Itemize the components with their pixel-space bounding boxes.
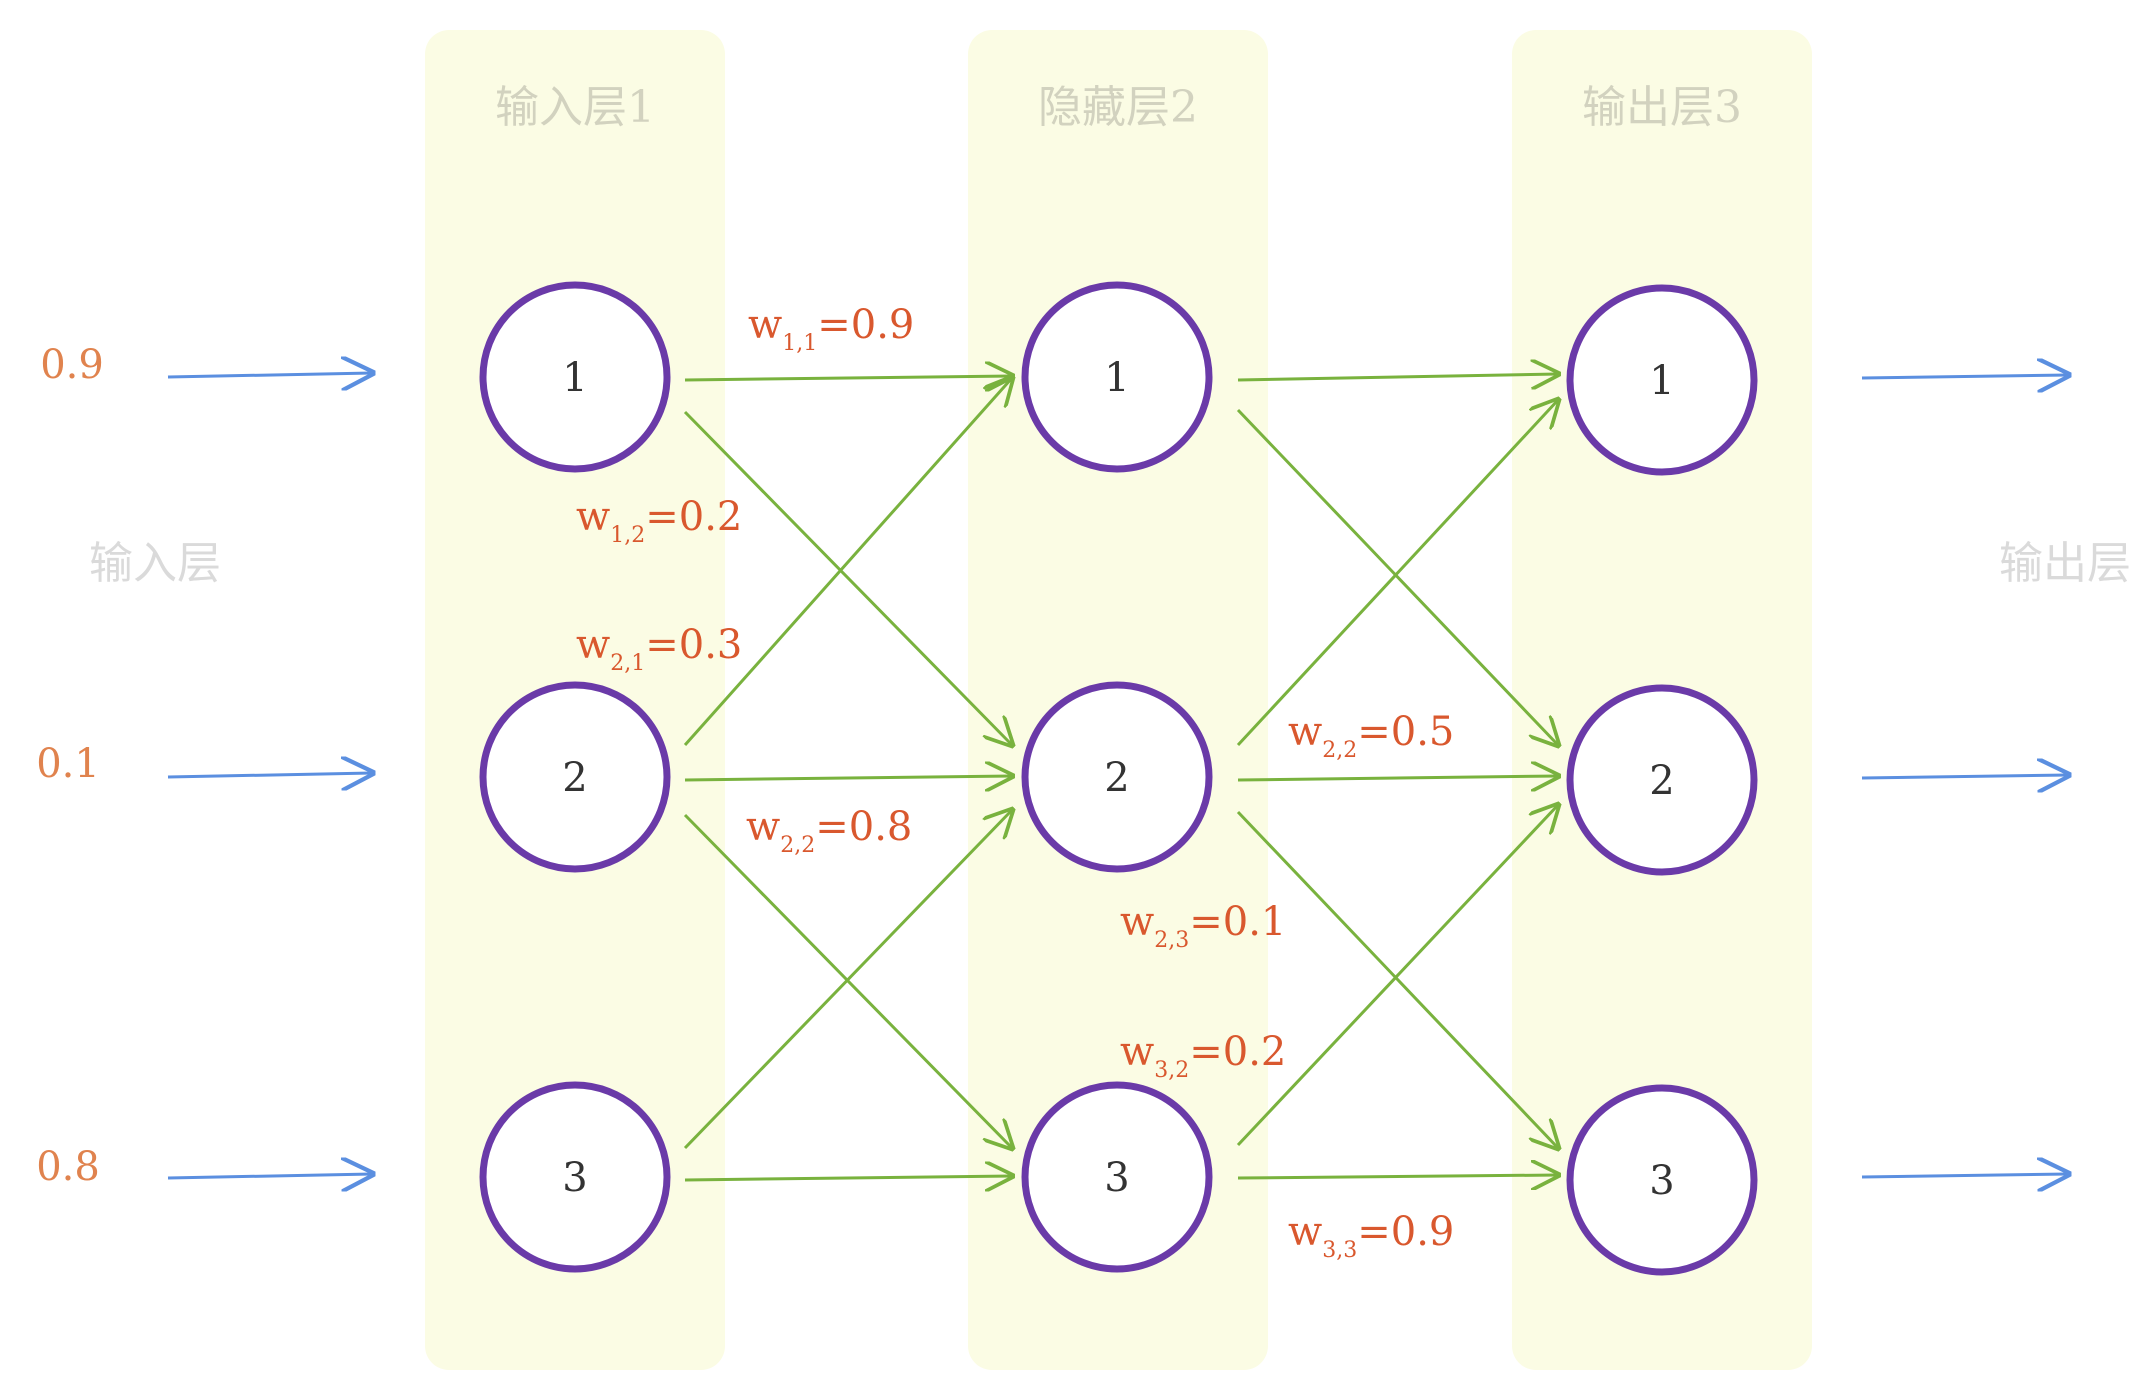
connection-hid2-out1 (1236, 400, 1558, 747)
node-label: 1 (1649, 358, 1674, 404)
input-value-2: 0.1 (36, 741, 100, 787)
weight-label-w33-b: w3,3=0.9 (1288, 1209, 1454, 1263)
node-label: 2 (1104, 755, 1129, 801)
weight-label-w11-a: w1,1=0.9 (748, 302, 914, 356)
hidden-node-3: 3 (1021, 1081, 1213, 1273)
side-label-output: 输出层 (1999, 538, 2131, 589)
node-label: 3 (1649, 1158, 1674, 1204)
connection-in3-hid2 (683, 810, 1012, 1150)
connection-hid2-out2 (1237, 776, 1558, 780)
input-value-3: 0.8 (36, 1144, 100, 1190)
input-node-1: 1 (479, 281, 671, 473)
weight-label-w12-a: w1,2=0.2 (576, 494, 742, 548)
output-node-3: 3 (1566, 1084, 1758, 1276)
connection-in3-hid3 (684, 1176, 1012, 1180)
input-node-2: 2 (479, 681, 671, 873)
output-node-1: 1 (1566, 284, 1758, 476)
node-label: 2 (562, 755, 587, 801)
connection-in1-hid1 (684, 376, 1012, 380)
output-arrow-2 (1861, 775, 2068, 778)
hidden-node-2: 2 (1021, 681, 1213, 873)
node-label: 3 (562, 1155, 587, 1201)
weight-label-w22-a: w2,2=0.8 (746, 804, 912, 858)
connection-in1-hid2 (683, 410, 1012, 745)
output-node-2: 2 (1566, 684, 1758, 876)
output-arrow-1 (1861, 375, 2068, 378)
node-label: 1 (562, 355, 587, 401)
weight-label-w32-b: w3,2=0.2 (1120, 1029, 1286, 1083)
input-arrow-3 (167, 1174, 372, 1178)
side-label-input: 输入层 (89, 538, 221, 589)
node-label: 3 (1104, 1155, 1129, 1201)
node-label: 2 (1649, 758, 1674, 804)
hidden-node-1: 1 (1021, 281, 1213, 473)
connection-in2-hid3 (683, 813, 1012, 1148)
connection-in2-hid2 (684, 776, 1012, 780)
layer-title-output: 输出层3 (1582, 82, 1742, 133)
weight-label-w23-b: w2,3=0.1 (1120, 899, 1286, 953)
connection-hid3-out2 (1236, 805, 1558, 1147)
input-arrow-2 (167, 773, 372, 777)
input-value-1: 0.9 (40, 342, 104, 388)
input-arrow-1 (167, 373, 372, 377)
connection-hid3-out3 (1237, 1175, 1558, 1178)
connection-hid2-out3 (1236, 810, 1558, 1148)
output-arrow-3 (1861, 1174, 2068, 1177)
connection-hid1-out2 (1236, 408, 1558, 745)
connection-hid1-out1 (1237, 374, 1558, 380)
input-node-3: 3 (479, 1081, 671, 1273)
layer-title-hidden: 隐藏层2 (1038, 82, 1198, 133)
weight-label-w22-b: w2,2=0.5 (1288, 709, 1454, 763)
weight-label-w21-a: w2,1=0.3 (576, 622, 742, 676)
connection-in2-hid1 (683, 378, 1012, 746)
layer-title-input: 输入层1 (495, 82, 655, 133)
node-label: 1 (1104, 355, 1129, 401)
